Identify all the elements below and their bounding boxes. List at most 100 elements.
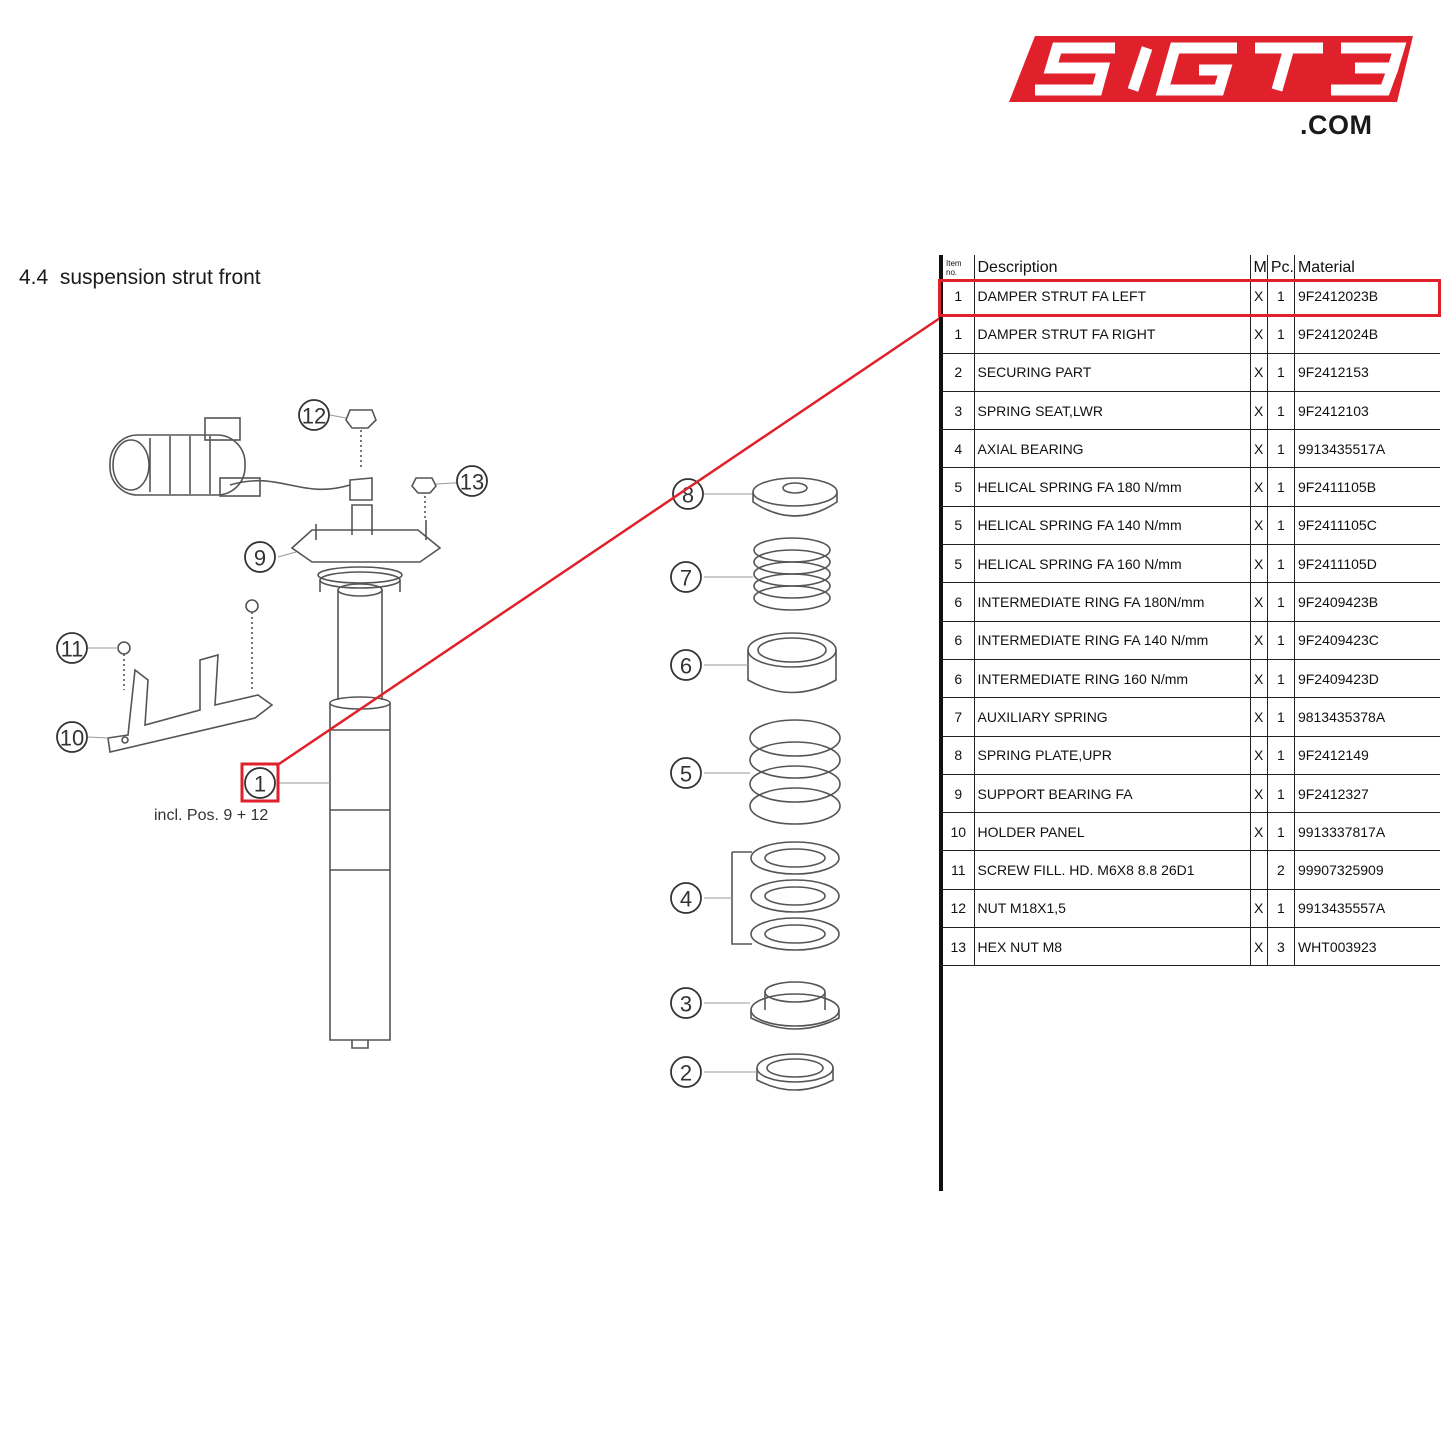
section-name: suspension strut front xyxy=(59,266,261,289)
callout-11-circle xyxy=(56,632,88,664)
callout-1-caption: incl. Pos. 9 + 12 xyxy=(154,807,268,824)
cell-description: HELICAL SPRING FA 160 N/mm xyxy=(973,544,1250,584)
callout-4-circle xyxy=(670,882,702,914)
callout-6-circle xyxy=(670,649,702,681)
cell-material: 9F2409423D xyxy=(1293,659,1441,699)
cell-item: 6 xyxy=(943,582,974,622)
cell-description: INTERMEDIATE RING FA 180N/mm xyxy=(973,582,1250,622)
cell-item: 5 xyxy=(943,467,974,507)
cell-material: 9F2412024B xyxy=(1293,314,1441,354)
cell-m: X xyxy=(1249,467,1268,507)
cell-pc: 1 xyxy=(1266,659,1295,699)
cell-pc: 1 xyxy=(1266,774,1295,814)
callout-11-label: 11 xyxy=(61,637,84,662)
brand-logo xyxy=(1009,36,1413,102)
cell-material: 9F2412103 xyxy=(1293,391,1441,431)
cell-m: X xyxy=(1249,391,1268,431)
cell-pc: 1 xyxy=(1266,621,1295,660)
callout-circles xyxy=(56,399,704,1088)
section-number: 4.4 xyxy=(19,266,49,289)
callout-9-label: 9 xyxy=(254,546,266,571)
cell-description: NUT M18X1,5 xyxy=(973,889,1250,929)
cell-description: SPRING PLATE,UPR xyxy=(973,736,1250,775)
cell-material: 9913435557A xyxy=(1293,889,1441,929)
cell-item: 8 xyxy=(943,736,974,775)
cell-pc: 1 xyxy=(1266,467,1295,507)
cell-description: HELICAL SPRING FA 180 N/mm xyxy=(973,467,1250,507)
cell-pc: 1 xyxy=(1266,353,1295,392)
cell-material: 9F2411105B xyxy=(1293,467,1441,507)
cell-description: INTERMEDIATE RING FA 140 N/mm xyxy=(973,621,1250,660)
cell-material: 9F2409423C xyxy=(1293,621,1441,660)
header-material: Material xyxy=(1293,255,1441,277)
cell-pc: 1 xyxy=(1266,429,1295,469)
cell-m: X xyxy=(1249,774,1268,814)
cell-m: X xyxy=(1249,697,1268,737)
cell-item: 9 xyxy=(943,774,974,814)
cell-item: 2 xyxy=(943,353,974,392)
cell-item: 12 xyxy=(943,889,974,929)
cell-material: 9F2411105D xyxy=(1293,544,1441,584)
cell-pc: 2 xyxy=(1266,850,1295,890)
section-title: 4.4 suspension strut front xyxy=(19,266,261,290)
cell-pc: 3 xyxy=(1266,927,1295,967)
cell-description: HEX NUT M8 xyxy=(973,927,1250,967)
cell-description: SUPPORT BEARING FA xyxy=(973,774,1250,814)
callout-7-label: 7 xyxy=(680,566,692,591)
cell-m: X xyxy=(1249,314,1268,354)
cell-description: HELICAL SPRING FA 140 N/mm xyxy=(973,506,1250,546)
cell-item: 11 xyxy=(943,850,974,890)
callout-13-label: 13 xyxy=(460,470,484,495)
cell-pc: 1 xyxy=(1266,391,1295,431)
cell-pc: 1 xyxy=(1266,736,1295,775)
cell-material: 9F2412327 xyxy=(1293,774,1441,814)
callout-4-label: 4 xyxy=(680,887,692,912)
cell-material: 9813435378A xyxy=(1293,697,1441,737)
cell-description: SCREW FILL. HD. M6X8 8.8 26D1 xyxy=(973,850,1250,890)
callout-6-label: 6 xyxy=(680,654,692,679)
cell-material: 9F2412149 xyxy=(1293,736,1441,775)
cell-m xyxy=(1249,850,1268,890)
cell-description: DAMPER STRUT FA LEFT xyxy=(973,277,1250,316)
header-m: M xyxy=(1249,255,1268,277)
callout-2-label: 2 xyxy=(680,1061,692,1086)
damper-strut-drawing xyxy=(107,409,442,1049)
cell-m: X xyxy=(1249,582,1268,622)
callout-9-circle xyxy=(244,541,276,573)
cell-description: AXIAL BEARING xyxy=(973,429,1250,469)
cell-description: AUXILIARY SPRING xyxy=(973,697,1250,737)
callout-1-highlight xyxy=(240,762,280,803)
cell-item: 10 xyxy=(943,812,974,852)
cell-m: X xyxy=(1249,736,1268,775)
callout-12-circle xyxy=(298,399,330,431)
cell-description: HOLDER PANEL xyxy=(973,812,1250,852)
highlight-connector-line xyxy=(275,316,941,768)
cell-material: 9F2409423B xyxy=(1293,582,1441,622)
callout-12-label: 12 xyxy=(302,404,326,429)
cell-pc: 1 xyxy=(1266,582,1295,622)
table-header-row: Item no. Description M Pc. Material xyxy=(943,255,1441,277)
callout-3-circle xyxy=(670,987,702,1019)
cell-item: 6 xyxy=(943,659,974,699)
cell-item: 5 xyxy=(943,506,974,546)
callout-1-circle xyxy=(244,767,276,799)
cell-m: X xyxy=(1249,506,1268,546)
